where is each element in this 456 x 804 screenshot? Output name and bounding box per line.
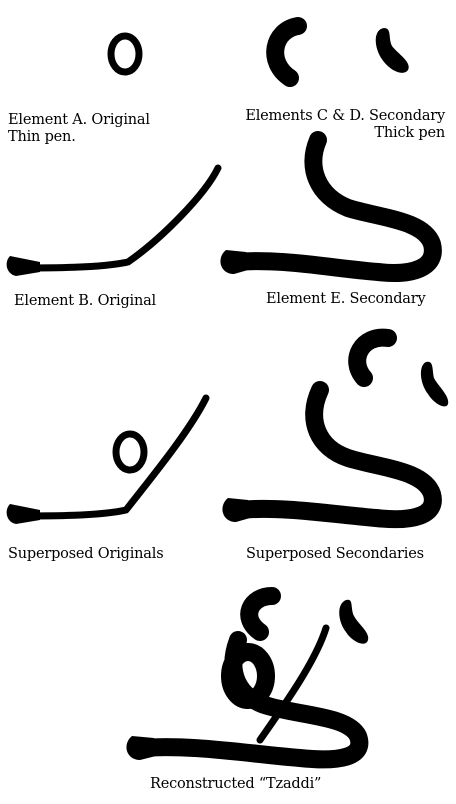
elements-cd-label-line2: Thick pen xyxy=(213,125,445,142)
superposed-secondaries-label: Superposed Secondaries xyxy=(246,546,424,563)
superposed-secondaries-strokes xyxy=(222,338,448,522)
element-b-label: Element B. Original xyxy=(14,293,156,310)
element-e-label: Element E. Secondary xyxy=(266,291,425,308)
reconstructed-tzaddi-strokes xyxy=(126,596,368,760)
element-e-stroke xyxy=(220,140,432,274)
superposed-originals-strokes xyxy=(7,398,206,524)
element-a-stroke xyxy=(111,36,139,72)
element-a-label: Element A. Original Thin pen. xyxy=(8,112,150,146)
element-a-label-line2: Thin pen. xyxy=(8,129,150,146)
element-b-stroke xyxy=(7,168,218,276)
superposed-originals-label: Superposed Originals xyxy=(8,546,163,563)
element-a-label-line1: Element A. Original xyxy=(8,112,150,129)
elements-cd-label: Elements C & D. Secondary Thick pen xyxy=(213,108,445,142)
element-d-stroke xyxy=(376,28,409,73)
elements-cd-label-line1: Elements C & D. Secondary xyxy=(213,108,445,125)
element-c-stroke xyxy=(275,26,298,78)
reconstructed-label: Reconstructed “Tzaddi” xyxy=(150,776,321,793)
